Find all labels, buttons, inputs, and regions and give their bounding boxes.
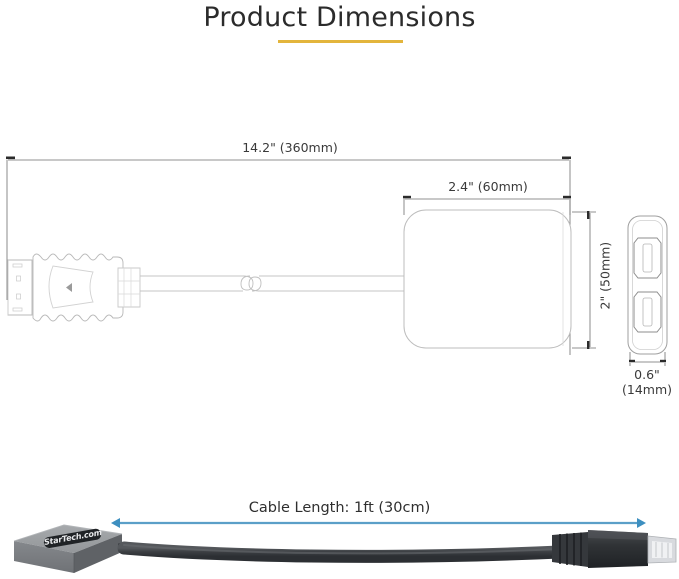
dimension-label-overall-length: 14.2" (360mm) xyxy=(242,140,338,155)
dimension-label-adapter-height: 2" (50mm) xyxy=(597,241,613,310)
product-adapter-photo xyxy=(13,524,126,573)
displayport-connector-icon xyxy=(7,253,141,322)
dimension-label-adapter-depth-mm: (14mm) xyxy=(621,382,672,397)
product-cable-photo xyxy=(117,541,567,563)
dimension-label-adapter-depth: 0.6" (14mm) xyxy=(613,367,679,397)
cable-line-art xyxy=(140,275,404,292)
hdmi-port-icon xyxy=(633,291,662,333)
adapter-side-view xyxy=(627,215,668,355)
dimension-label-adapter-width: 2.4" (60mm) xyxy=(448,179,528,194)
hdmi-port-icon xyxy=(633,237,662,279)
cable-break-icon xyxy=(240,275,262,292)
dimension-label-adapter-depth-inches: 0.6" xyxy=(634,367,660,382)
title-underline xyxy=(278,40,403,43)
product-displayport-connector-photo xyxy=(552,530,677,568)
adapter-body-outline xyxy=(403,209,572,349)
page-title: Product Dimensions xyxy=(203,2,476,33)
brand-badge xyxy=(43,528,102,548)
dimension-adapter-depth xyxy=(629,352,666,366)
dimension-adapter-width xyxy=(403,195,571,215)
cable-length-label: Cable Length: 1ft (30cm) xyxy=(248,500,431,516)
dimension-adapter-height xyxy=(572,211,596,349)
